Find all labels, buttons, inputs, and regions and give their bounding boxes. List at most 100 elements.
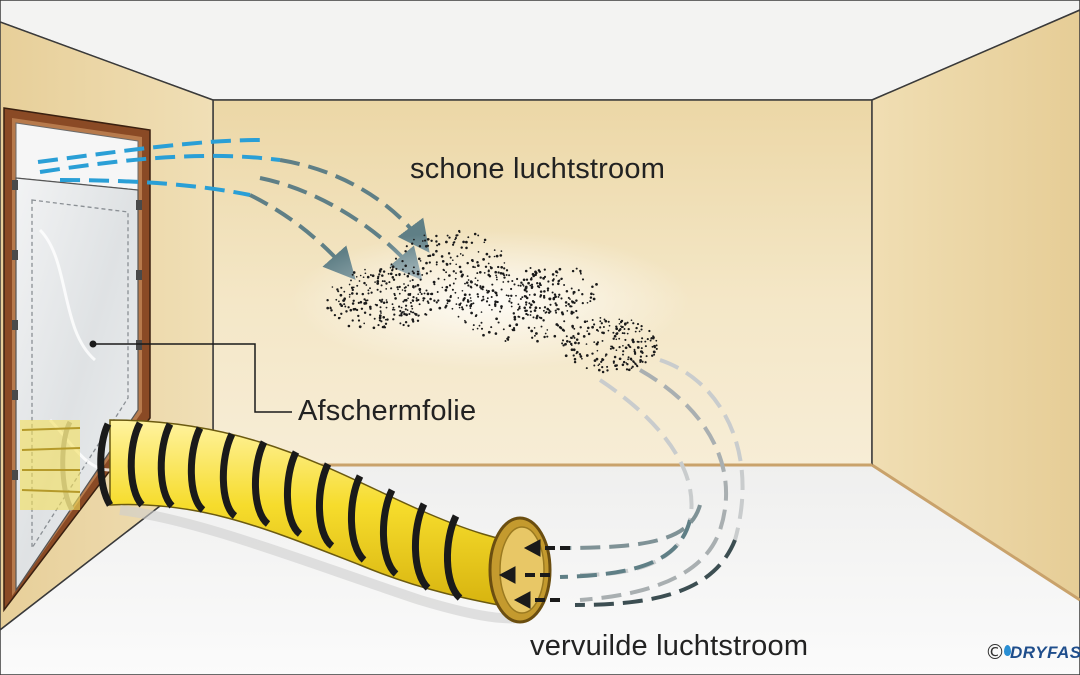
dust-particle (655, 344, 658, 347)
dust-particle (485, 300, 489, 303)
dust-particle (515, 294, 517, 297)
dust-particle (391, 276, 394, 279)
dust-particle (351, 319, 354, 322)
dust-particle (382, 301, 386, 304)
dust-particle (521, 283, 524, 286)
dust-particle (599, 320, 602, 323)
dust-particle (587, 326, 590, 330)
dust-particle (618, 322, 621, 325)
dust-particle (351, 273, 354, 276)
dust-particle (402, 300, 405, 303)
dust-particle (556, 324, 560, 327)
dust-particle (367, 289, 370, 292)
dust-particle (602, 331, 605, 335)
dust-particle (407, 324, 410, 327)
dust-particle (640, 324, 643, 328)
dust-particle (644, 345, 647, 348)
dust-particle (625, 368, 629, 371)
dust-particle (382, 270, 386, 273)
dust-particle (425, 261, 428, 265)
dust-particle (546, 287, 550, 290)
dust-particle (543, 335, 546, 339)
dust-particle (621, 325, 624, 329)
dust-particle (374, 303, 377, 306)
dust-particle (543, 306, 547, 309)
dust-particle (421, 240, 424, 242)
dust-particle (530, 329, 534, 333)
dust-particle (597, 330, 600, 332)
dust-particle (424, 239, 427, 242)
dust-particle (508, 300, 511, 303)
dust-particle (411, 279, 414, 282)
dust-particle (585, 343, 588, 345)
dust-particle (553, 334, 557, 338)
dust-particle (493, 255, 496, 258)
dust-particle (534, 270, 537, 274)
dust-particle (560, 277, 563, 281)
dust-particle (451, 259, 454, 262)
dust-particle (339, 293, 343, 297)
dust-particle (348, 296, 351, 298)
dust-particle (416, 319, 420, 322)
dust-particle (470, 241, 474, 245)
dust-particle (513, 317, 517, 321)
dust-particle (636, 365, 639, 368)
dust-particle (554, 295, 557, 299)
dust-particle (445, 240, 448, 244)
dust-particle (464, 319, 466, 322)
dust-particle (577, 289, 580, 292)
dust-particle (627, 368, 631, 372)
dust-particle (461, 273, 464, 277)
dust-particle (404, 298, 408, 302)
dust-particle (393, 309, 396, 311)
dust-particle (378, 319, 382, 322)
dust-particle (415, 297, 418, 300)
dust-particle (474, 277, 477, 279)
dust-particle (640, 347, 643, 350)
dust-particle (463, 293, 467, 297)
dust-particle (478, 324, 481, 327)
dust-particle (623, 332, 626, 335)
dust-particle (553, 293, 557, 296)
dust-particle (601, 339, 604, 342)
dust-particle (398, 273, 401, 276)
dust-particle (336, 288, 339, 291)
dust-particle (466, 300, 470, 303)
dust-particle (558, 267, 562, 271)
dust-particle (555, 274, 558, 277)
dust-particle (510, 301, 513, 304)
dust-particle (465, 240, 468, 244)
dust-particle (460, 246, 463, 249)
dust-particle (414, 285, 417, 288)
dust-particle (554, 309, 557, 312)
dust-particle (551, 291, 554, 294)
dust-particle (503, 274, 506, 277)
dust-particle (411, 299, 414, 302)
dust-particle (615, 338, 618, 341)
dust-particle (579, 271, 582, 274)
right-wall (871, 9, 1080, 601)
dust-particle (620, 319, 624, 323)
hose-inflow-arrows (498, 539, 570, 609)
dust-particle (572, 335, 575, 338)
dust-particle (384, 322, 388, 325)
dust-particle (485, 252, 489, 256)
dust-particle (527, 281, 530, 285)
dust-particle (379, 268, 382, 271)
dust-particle (379, 290, 382, 293)
dust-particle (369, 313, 372, 316)
dust-particle (538, 286, 541, 289)
dust-particle (494, 300, 497, 304)
dust-particle (500, 307, 503, 310)
dust-particle (533, 334, 536, 337)
dust-particle (395, 267, 398, 270)
dust-particle (611, 345, 614, 348)
dust-particle (407, 284, 410, 287)
dust-particle (473, 232, 477, 236)
dust-particle (358, 280, 361, 282)
dust-particle (471, 260, 474, 263)
dust-particle (405, 304, 408, 307)
dust-particle (448, 236, 451, 239)
dust-particle (452, 241, 455, 244)
dust-particle (474, 283, 477, 285)
